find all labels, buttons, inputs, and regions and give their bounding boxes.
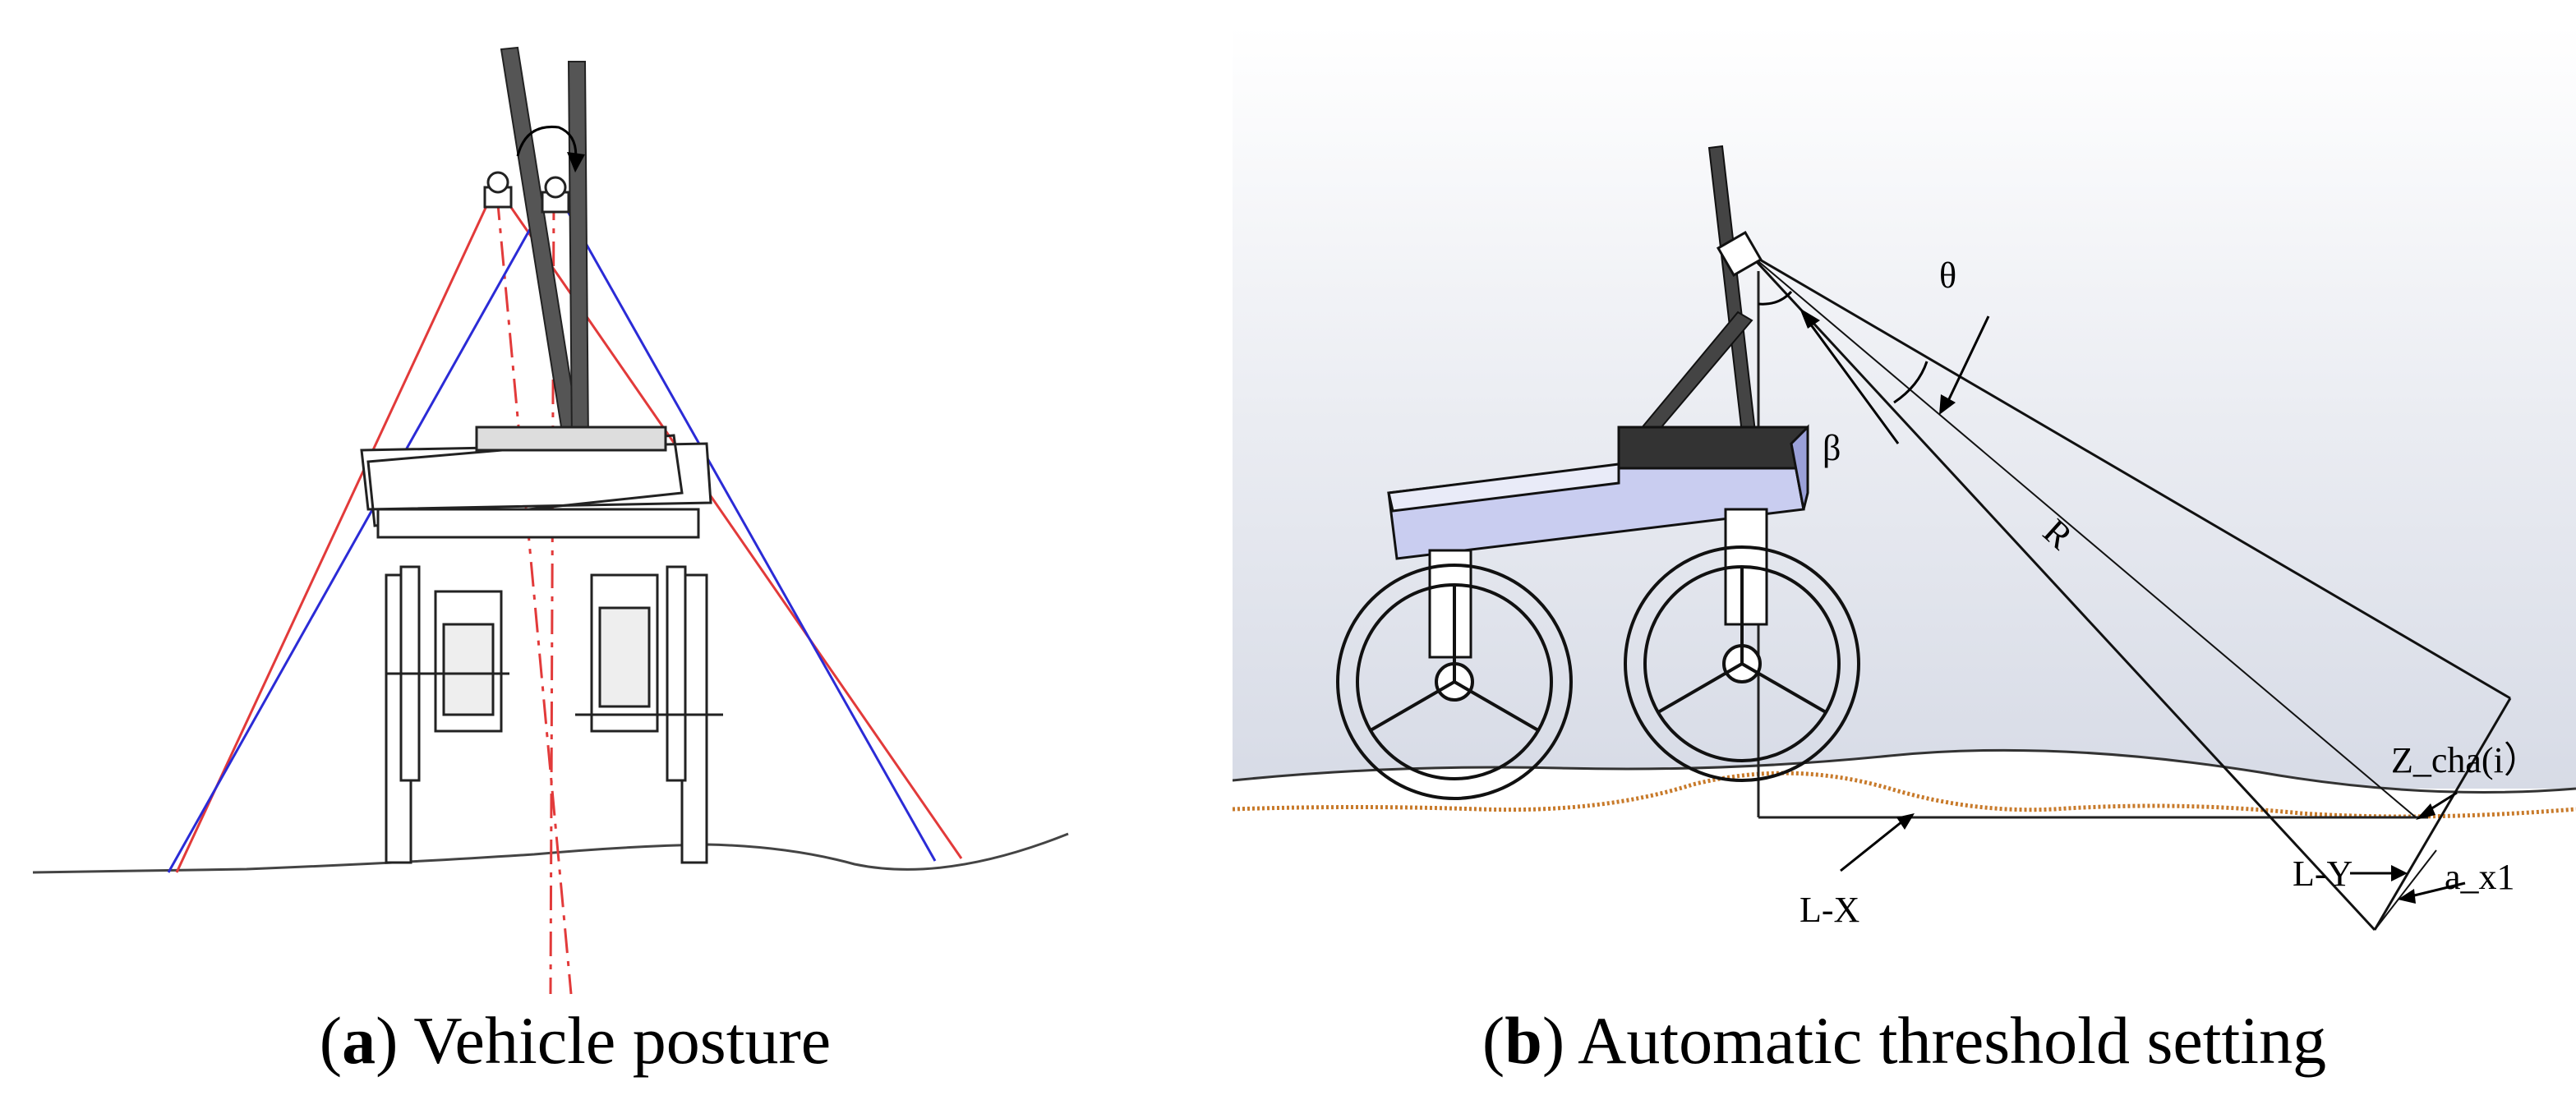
sensor-cone: [1747, 251, 2512, 932]
front-wheel: [1624, 545, 1860, 782]
theta-angle-arc: [1893, 361, 1929, 404]
ground-fill: [1233, 750, 2576, 1002]
l-x-label: L-X: [1800, 890, 1859, 930]
caption-b-text: Automatic threshold setting: [1578, 1003, 2327, 1078]
beta-angle-arc: [1758, 290, 1793, 306]
vehicle-chassis: [360, 426, 712, 539]
sensor-head: [1716, 230, 1763, 278]
panel-b-threshold-setting: θ β R Z_cha(i） L-Y a_x1 L-X: [1233, 0, 2576, 1109]
rotation-arrowhead-icon: [567, 152, 585, 173]
soil-profile-line: [1233, 771, 2576, 819]
ground-surface-line: [1233, 748, 2576, 794]
vehicle-posture-diagram: [32, 46, 1069, 995]
rear-wheel: [1336, 564, 1573, 800]
background-gradient: [1233, 25, 2576, 789]
panel-a-vehicle-posture: [0, 0, 1150, 1109]
lidar-sensors: [483, 171, 570, 214]
caption-a-text: Vehicle posture: [413, 1003, 832, 1078]
blue-sensor-beam: [167, 195, 937, 995]
annotation-arrows: [1800, 308, 2466, 904]
threshold-setting-diagram: θ β R Z_cha(i） L-Y a_x1 L-X: [1233, 25, 2576, 1002]
caption-panel-a: (a) Vehicle posture: [319, 1003, 832, 1078]
vehicle-body: [1387, 424, 1809, 560]
l-y-label: L-Y: [2293, 854, 2353, 894]
left-leg-assembly: [385, 565, 509, 864]
rotation-arrow-icon: [516, 125, 578, 165]
theta-label: θ: [1939, 255, 1956, 296]
beta-label: β: [1823, 428, 1841, 468]
right-leg-assembly: [575, 565, 723, 864]
caption-panel-b: (b) Automatic threshold setting: [1482, 1003, 2327, 1078]
caption-a-letter: a: [342, 1003, 376, 1078]
a-x1-label: a_x1: [2445, 857, 2515, 897]
z-cha-label: Z_cha(i）: [2391, 740, 2540, 780]
red-sensor-beam: [175, 195, 963, 995]
caption-b-letter: b: [1505, 1003, 1542, 1078]
